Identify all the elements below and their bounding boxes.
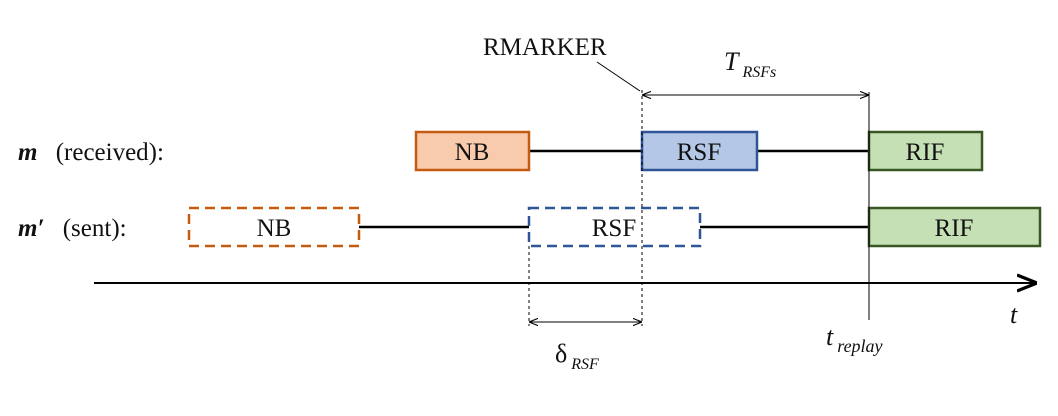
sent-nb-box xyxy=(187,206,361,248)
received-rif-box xyxy=(867,130,984,172)
sent-nb-label: NB xyxy=(257,215,292,242)
t-replay-label: t replay xyxy=(826,322,883,356)
received-rsf-label: RSF xyxy=(677,139,721,166)
time-axis-label: t xyxy=(1010,300,1018,329)
received-nb-label: NB xyxy=(455,139,490,166)
sent-rif-label: RIF xyxy=(935,215,974,242)
t-rsfs-sub: RSFs xyxy=(741,64,776,81)
sent-rif-box xyxy=(867,206,1042,248)
sent-rsf-label: RSF xyxy=(592,215,636,242)
received-rif-label: RIF xyxy=(906,139,945,166)
t-rsfs-label: T RSFs xyxy=(724,47,776,81)
delta-rsf-sub: RSF xyxy=(570,356,599,373)
delta-rsf-main: δ xyxy=(555,339,567,368)
sent-row-label: m′ (sent): xyxy=(18,215,127,242)
received-row-label: m (received): xyxy=(18,139,164,166)
received-text: (received): xyxy=(56,139,164,166)
received-symbol: m xyxy=(18,139,37,166)
received-nb-box xyxy=(414,130,531,172)
sent-text: (sent): xyxy=(63,215,127,242)
delta-rsf-label: δ RSF xyxy=(555,339,599,373)
rmarker-label: RMARKER xyxy=(483,34,607,61)
rmarker-pointer xyxy=(596,61,641,92)
sent-symbol: m′ xyxy=(18,215,44,242)
sent-rsf-box xyxy=(527,206,702,248)
t-replay-main: t xyxy=(826,322,834,351)
t-rsfs-main: T xyxy=(724,47,740,76)
t-replay-sub: replay xyxy=(837,336,882,356)
